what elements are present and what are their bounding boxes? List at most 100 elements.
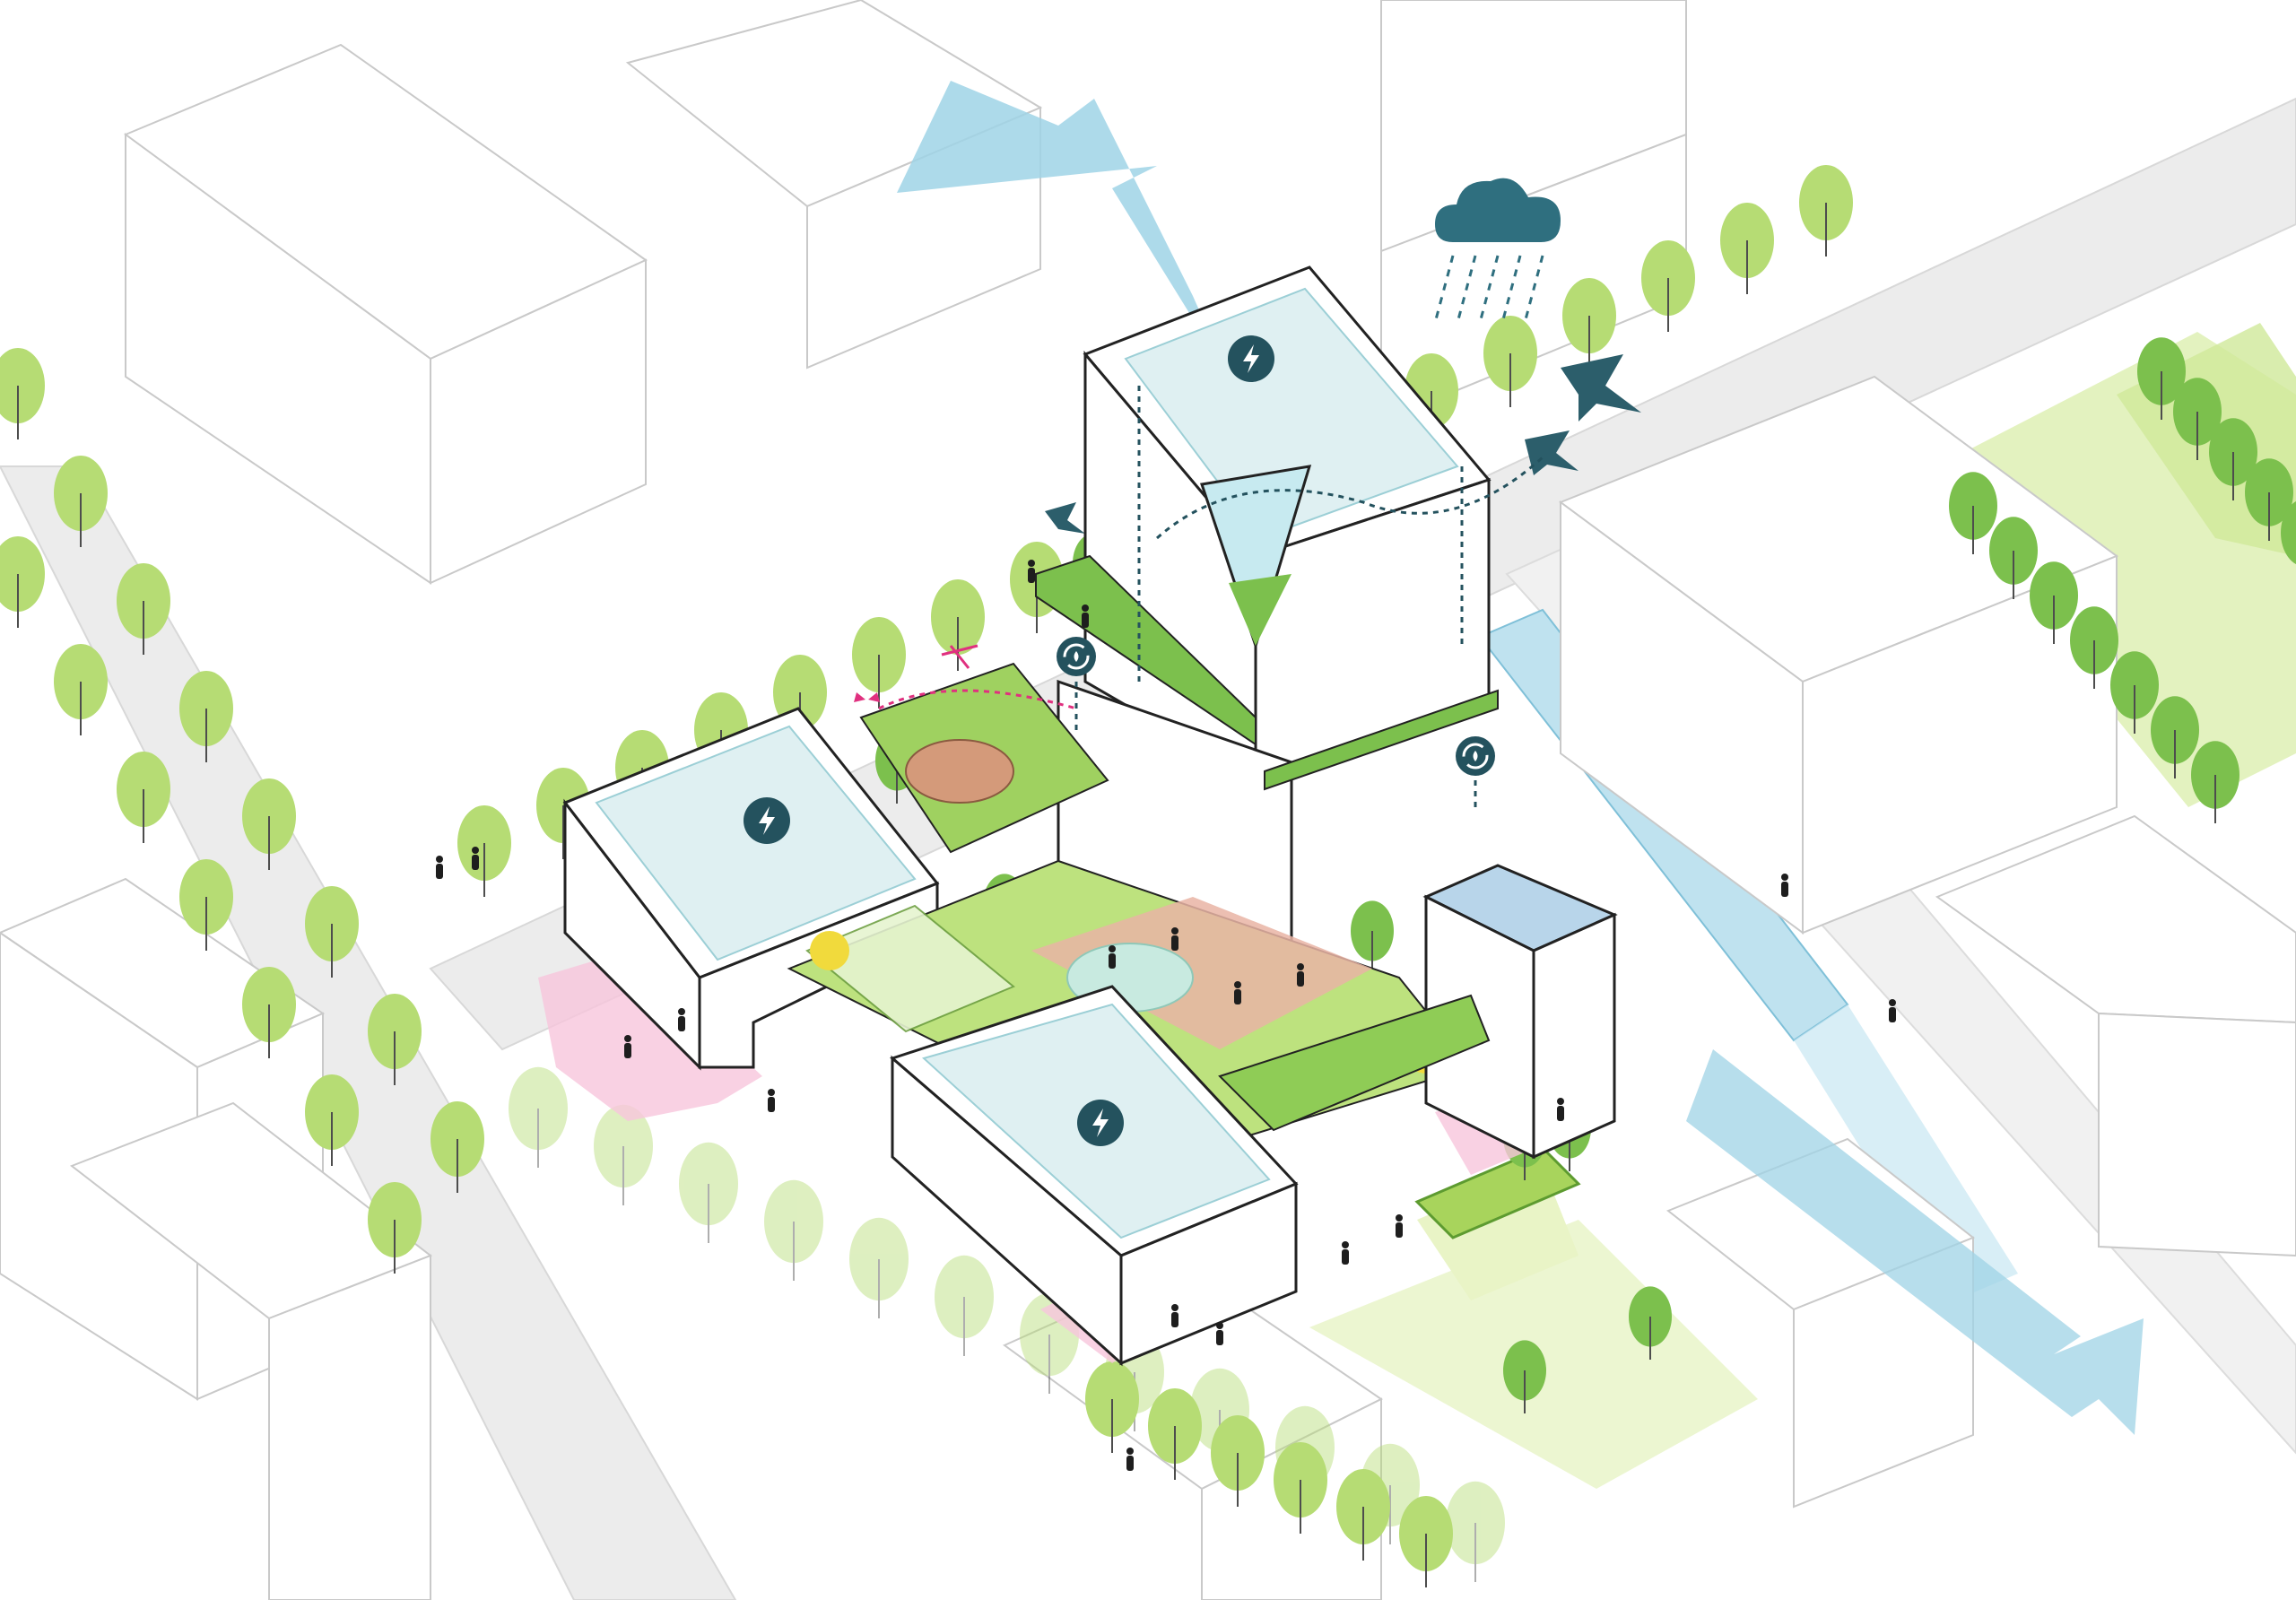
person-icon: [1082, 604, 1089, 628]
person-icon: [1126, 1448, 1134, 1471]
west-wing-solar-panel: [595, 725, 917, 961]
pink-plaza-west: [538, 951, 762, 1121]
person-icon: [1171, 927, 1178, 951]
street-tree: [368, 1182, 422, 1274]
roof-garden-amphitheater: [905, 739, 1014, 804]
street-tree: [1503, 1340, 1546, 1413]
east-pavilion-front: [1532, 912, 1616, 1160]
green-raised-bed: [1414, 1146, 1581, 1239]
street-tree: [679, 1142, 738, 1243]
street-tree: [179, 671, 233, 762]
main-building: [538, 265, 1618, 1367]
energy-bolt-icon: [1228, 335, 1274, 382]
street-tree: [242, 967, 296, 1058]
air-flow-arrow-southeast: [1686, 1049, 2144, 1435]
context-block-e-side: [1560, 500, 1804, 935]
butterfly-flight-path: [878, 689, 1077, 710]
person-icon: [624, 1035, 631, 1058]
street-tree: [1562, 278, 1616, 370]
bird-flight-path: [1156, 456, 1544, 540]
street-tree: [1336, 1469, 1390, 1561]
south-wing-side: [1119, 1181, 1298, 1366]
street-tree: [368, 994, 422, 1085]
person-icon: [1342, 1241, 1349, 1265]
street-tree: [852, 617, 906, 709]
context-block-sw2-front: [268, 1254, 431, 1600]
water-cycle-icon: [1057, 637, 1096, 676]
canal-water-south: [1794, 1004, 2018, 1300]
street-tree: [509, 1066, 568, 1168]
street-tree: [2070, 606, 2118, 689]
energy-bolt-icon: [1077, 1100, 1124, 1146]
ramp-garden: [1218, 994, 1491, 1132]
yellow-tree-1: [810, 931, 849, 970]
context-block-nw-side: [125, 133, 431, 585]
person-icon: [1297, 963, 1304, 987]
street-tree: [305, 886, 359, 978]
street-tree: [2281, 500, 2296, 565]
street-tree: [764, 1179, 823, 1281]
street-tree: [1629, 1286, 1672, 1360]
water-collection-line-east: [1460, 466, 1477, 807]
street-tree: [117, 752, 170, 843]
air-flow-arrows: [897, 81, 2144, 1435]
street-tree: [2209, 418, 2257, 500]
street-tree: [2191, 741, 2239, 823]
person-icon: [768, 1089, 775, 1112]
street-trees: [0, 165, 2296, 1587]
person-icon: [1557, 1098, 1564, 1121]
water-cycle-icon: [1456, 736, 1495, 776]
street-tree: [2030, 561, 2078, 644]
cloud-rain-icon: [1433, 178, 1561, 324]
street-tree: [2245, 458, 2293, 541]
street-tree: [849, 1217, 909, 1318]
tower-east-terrace: [1264, 689, 1499, 791]
person-icon: [1234, 981, 1241, 1004]
courtyard-plaza: [1031, 897, 1372, 1049]
street-tree: [2110, 651, 2159, 734]
street-tree: [242, 778, 296, 870]
street-tree: [1351, 900, 1394, 974]
flow-lines: [878, 386, 1544, 807]
street-tree: [1989, 517, 2038, 599]
street-tree: [594, 1104, 653, 1205]
street-tree: [0, 536, 45, 628]
tower-void-garden: [1229, 574, 1292, 646]
person-icon: [1171, 1304, 1178, 1327]
person-icon: [1889, 999, 1896, 1022]
person-icon: [1396, 1214, 1403, 1238]
energy-icons: [744, 335, 1274, 1146]
street-tree: [430, 1101, 484, 1193]
tower-void-triangle: [1200, 465, 1312, 650]
street-tree: [1446, 1481, 1505, 1582]
street-tree: [931, 579, 985, 671]
street-tree: [1211, 1415, 1265, 1507]
context-block-fe-front: [2098, 1012, 2296, 1257]
street-tree: [1148, 1388, 1202, 1480]
street-tree: [54, 644, 108, 735]
street-tree: [179, 859, 233, 951]
person-icon: [1781, 874, 1788, 897]
people: [436, 560, 1896, 1471]
street-tree: [935, 1255, 994, 1356]
water-collection-line: [1074, 386, 1141, 735]
person-icon: [1109, 945, 1116, 969]
street-tree: [1799, 165, 1853, 257]
person-icon: [472, 847, 479, 870]
bird-icon: [1045, 354, 1641, 534]
street-tree: [2151, 696, 2199, 778]
street-tree: [0, 348, 45, 439]
context-block-fe-top: [1935, 814, 2296, 1024]
street-tree: [1720, 203, 1774, 294]
person-icon: [1216, 1322, 1223, 1345]
energy-bolt-icon: [744, 797, 790, 844]
person-icon: [1028, 560, 1035, 583]
greenhouse: [805, 904, 1015, 1033]
air-flow-arrow-north: [897, 81, 1229, 377]
tower-solar-panel: [1124, 287, 1459, 540]
street-tree: [1641, 240, 1695, 332]
tower-west-terrace: [1035, 554, 1257, 746]
street-tree: [305, 1074, 359, 1166]
person-icon: [436, 856, 443, 879]
